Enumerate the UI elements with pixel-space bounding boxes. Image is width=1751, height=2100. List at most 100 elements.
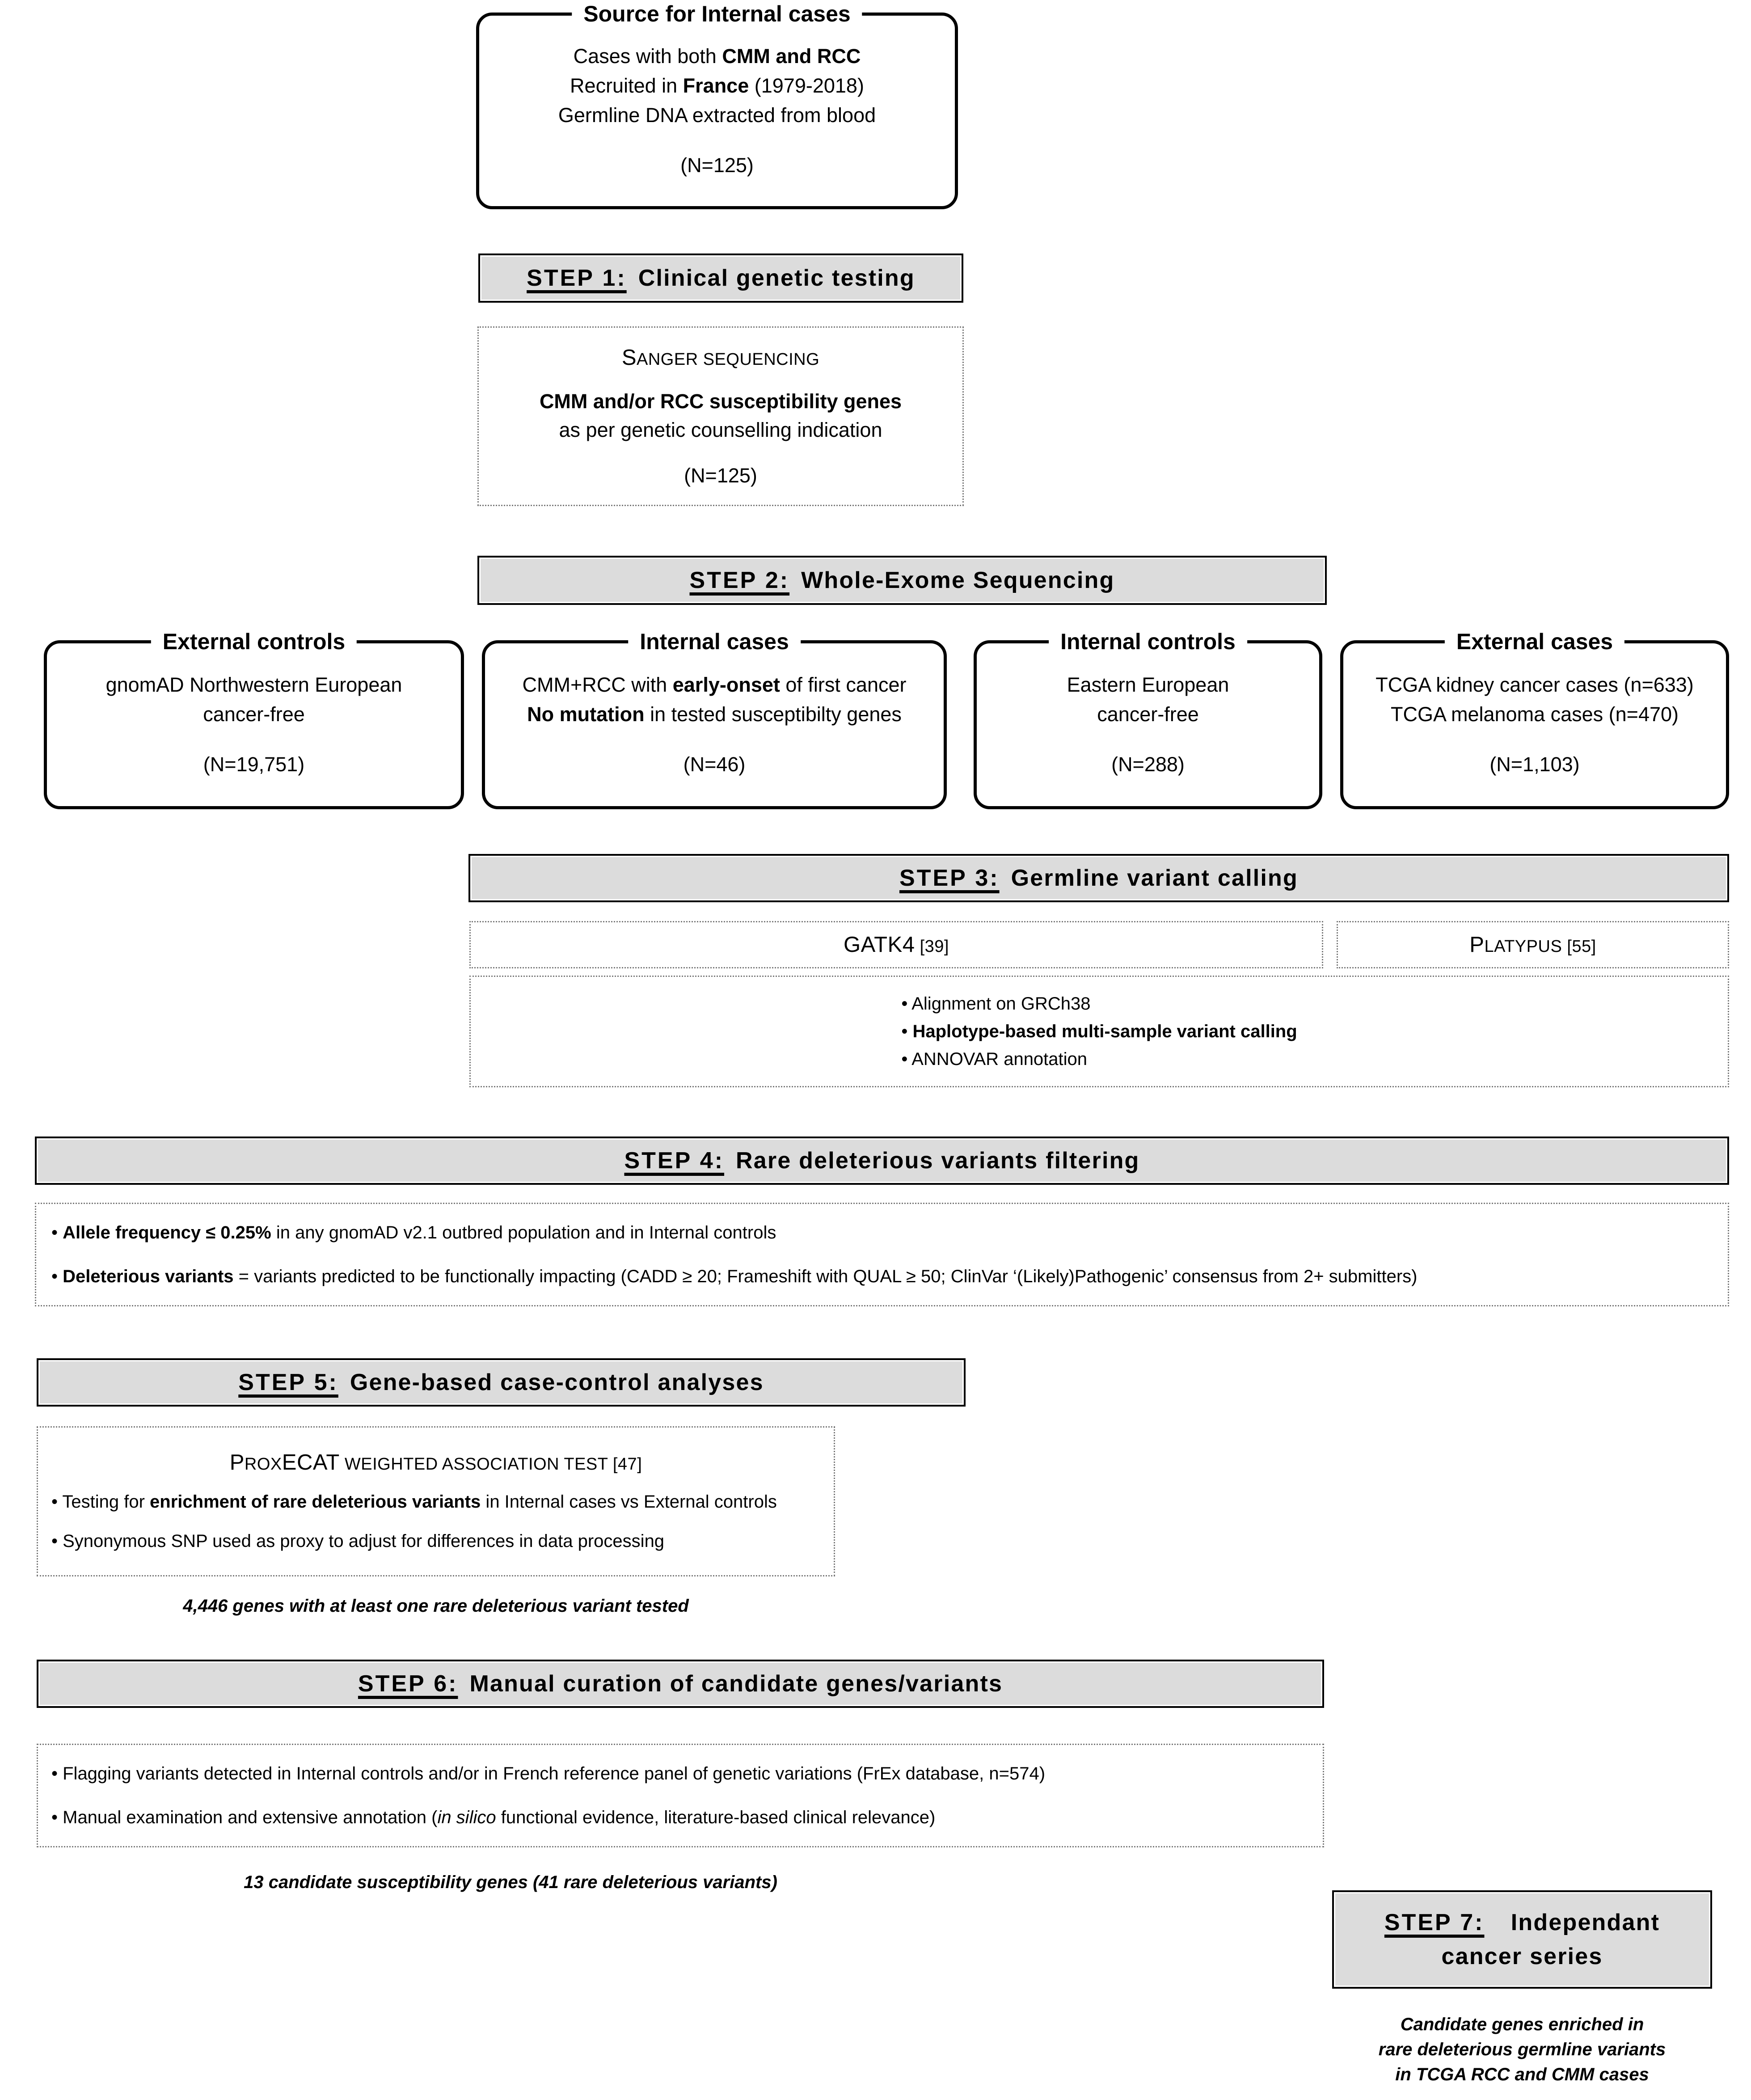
- step-2-banner: STEP 2: Whole-Exome Sequencing: [477, 556, 1327, 605]
- proxecat-bullet-1: • Testing for enrichment of rare deleter…: [51, 1490, 820, 1513]
- step-7-title-line-2: cancer series: [1441, 1944, 1603, 1969]
- step-1-banner: STEP 1: Clinical genetic testing: [478, 254, 963, 303]
- sanger-initial: S: [621, 346, 637, 370]
- gatk4-label: GATK4 [39]: [844, 932, 949, 957]
- step-5-number: STEP 5:: [238, 1369, 338, 1395]
- platypus-initial: P: [1469, 933, 1485, 957]
- step-3-number: STEP 3:: [899, 865, 1000, 891]
- pipeline-bullet-2: • Haplotype-based multi-sample variant c…: [901, 1018, 1297, 1045]
- curation-bullet-1-text: • Flagging variants detected in Internal…: [51, 1764, 1046, 1783]
- external-cases-line-2: TCGA melanoma cases (n=470): [1390, 703, 1679, 726]
- step-7-banner: STEP 7: Independant cancer series: [1332, 1890, 1712, 1989]
- curation-bullet-2-prefix: • Manual examination and extensive annot…: [51, 1808, 438, 1827]
- source-line-2-suffix: (1979-2018): [749, 74, 864, 97]
- sanger-rest: ANGER SEQUENCING: [637, 350, 820, 369]
- external-controls-box: External controls gnomAD Northwestern Eu…: [44, 628, 464, 809]
- proxecat-prefix: ROX: [244, 1455, 282, 1474]
- sanger-sequencing-box: SANGER SEQUENCING CMM and/or RCC suscept…: [477, 326, 964, 506]
- source-for-internal-cases-box: Source for Internal cases Cases with bot…: [476, 0, 958, 209]
- proxecat-label: PROXECAT WEIGHTED ASSOCIATION TEST [47]: [51, 1450, 820, 1475]
- step-7-result: Candidate genes enriched in rare deleter…: [1323, 2012, 1721, 2087]
- pipeline-bullet-2-marker: •: [901, 1022, 913, 1041]
- proxecat-suffix: WEIGHTED ASSOCIATION TEST [47]: [339, 1455, 642, 1474]
- internal-cases-title: Internal cases: [628, 628, 801, 655]
- proxecat-core: ECAT: [282, 1450, 340, 1475]
- step-3-title: Germline variant calling: [1011, 865, 1298, 891]
- step-7-title-a: Independant: [1511, 1910, 1660, 1935]
- step-5-result: 4,446 genes with at least one rare delet…: [183, 1596, 689, 1616]
- curation-bullet-1: • Flagging variants detected in Internal…: [51, 1762, 1309, 1785]
- filter-bullet-2-emphasis: Deleterious variants: [63, 1267, 234, 1286]
- source-box-title: Source for Internal cases: [572, 0, 862, 27]
- internal-cases-line-2-suffix: in tested susceptibilty genes: [644, 703, 902, 726]
- manual-curation-box: • Flagging variants detected in Internal…: [37, 1744, 1324, 1847]
- external-controls-title: External controls: [151, 628, 357, 655]
- step-1-number: STEP 1:: [527, 265, 627, 291]
- sanger-sequencing-label: SANGER SEQUENCING: [622, 345, 819, 370]
- proxecat-bullet-2: • Synonymous SNP used as proxy to adjust…: [51, 1530, 820, 1553]
- internal-cases-box: Internal cases CMM+RCC with early-onset …: [482, 628, 947, 809]
- internal-controls-count: (N=288): [1111, 753, 1185, 776]
- step-4-banner: STEP 4: Rare deleterious variants filter…: [35, 1137, 1729, 1185]
- filter-bullet-2-marker: •: [51, 1267, 63, 1286]
- internal-cases-count: (N=46): [683, 753, 746, 776]
- step-6-result: 13 candidate susceptibility genes (41 ra…: [244, 1872, 777, 1892]
- external-controls-line-2: cancer-free: [203, 703, 305, 726]
- pipeline-bullet-3-text: • ANNOVAR annotation: [901, 1049, 1088, 1069]
- internal-controls-title: Internal controls: [1049, 628, 1247, 655]
- variant-calling-pipeline-box: • Alignment on GRCh38 • Haplotype-based …: [469, 976, 1729, 1087]
- filter-bullet-2-text: = variants predicted to be functionally …: [233, 1267, 1418, 1286]
- internal-cases-line-1-suffix: of first cancer: [780, 673, 907, 696]
- pipeline-bullet-3: • ANNOVAR annotation: [901, 1045, 1297, 1073]
- step-7-title-line-1: STEP 7: Independant: [1384, 1906, 1660, 1939]
- source-line-2-emphasis: France: [683, 74, 749, 97]
- step-5-banner: STEP 5: Gene-based case-control analyses: [37, 1358, 966, 1407]
- external-cases-box: External cases TCGA kidney cancer cases …: [1340, 628, 1729, 809]
- source-count: (N=125): [680, 154, 754, 177]
- step-7-result-line-1: Candidate genes enriched in: [1400, 2015, 1644, 2034]
- gatk4-box: GATK4 [39]: [469, 921, 1323, 968]
- curation-bullet-2-suffix: functional evidence, literature-based cl…: [496, 1808, 936, 1827]
- internal-cases-line-1-emphasis: early-onset: [672, 673, 780, 696]
- step-4-number: STEP 4:: [624, 1148, 725, 1174]
- internal-controls-line-2: cancer-free: [1097, 703, 1199, 726]
- step-6-title: Manual curation of candidate genes/varia…: [469, 1671, 1003, 1697]
- step-6-number: STEP 6:: [358, 1671, 458, 1697]
- platypus-box: PLATYPUS [55]: [1337, 921, 1729, 968]
- pipeline-bullet-1: • Alignment on GRCh38: [901, 990, 1297, 1018]
- pipeline-bullet-2-text: Haplotype-based multi-sample variant cal…: [912, 1022, 1297, 1041]
- step1-gene-line: CMM and/or RCC susceptibility genes: [539, 390, 902, 413]
- source-line-3: Germline DNA extracted from blood: [558, 104, 876, 127]
- curation-bullet-2-italic: in silico: [437, 1808, 496, 1827]
- step-2-number: STEP 2:: [689, 567, 790, 593]
- platypus-rest: LATYPUS: [1484, 937, 1562, 956]
- external-cases-line-1: TCGA kidney cancer cases (n=633): [1375, 673, 1694, 696]
- step-7-result-line-2: rare deleterious germline variants: [1378, 2040, 1666, 2059]
- step-3-banner: STEP 3: Germline variant calling: [468, 854, 1729, 902]
- internal-cases-line-1: CMM+RCC with early-onset of first cancer: [523, 670, 907, 700]
- proxecat-bullet-2-text: • Synonymous SNP used as proxy to adjust…: [51, 1531, 665, 1551]
- internal-cases-line-2: No mutation in tested susceptibilty gene…: [527, 700, 902, 729]
- external-cases-body: TCGA kidney cancer cases (n=633) TCGA me…: [1343, 643, 1726, 806]
- source-line-2-prefix: Recruited in: [570, 74, 683, 97]
- step1-indication-line: as per genetic counselling indication: [559, 418, 882, 441]
- proxecat-test-box: PROXECAT WEIGHTED ASSOCIATION TEST [47] …: [37, 1426, 835, 1576]
- external-controls-body: gnomAD Northwestern European cancer-free…: [47, 643, 461, 806]
- external-cases-count: (N=1,103): [1489, 753, 1580, 776]
- gatk4-reference: [39]: [915, 937, 949, 956]
- proxecat-bullet-1-text: in Internal cases vs External controls: [481, 1492, 777, 1512]
- internal-cases-line-1-prefix: CMM+RCC with: [522, 673, 673, 696]
- source-line-2: Recruited in France (1979-2018): [570, 71, 864, 101]
- internal-controls-body: Eastern European cancer-free (N=288): [977, 643, 1319, 806]
- step-5-title: Gene-based case-control analyses: [350, 1369, 764, 1395]
- variant-filtering-criteria-box: • Allele frequency ≤ 0.25% in any gnomAD…: [35, 1203, 1729, 1306]
- source-box-body: Cases with both CMM and RCC Recruited in…: [479, 16, 955, 206]
- step-4-title: Rare deleterious variants filtering: [736, 1148, 1140, 1174]
- internal-cases-body: CMM+RCC with early-onset of first cancer…: [485, 643, 944, 806]
- step-6-banner: STEP 6: Manual curation of candidate gen…: [37, 1660, 1324, 1708]
- step-7-result-line-3: in TCGA RCC and CMM cases: [1395, 2065, 1649, 2084]
- step-7-number: STEP 7:: [1384, 1910, 1485, 1935]
- source-line-1-emphasis: CMM and RCC: [722, 45, 861, 68]
- proxecat-bullet-1-marker: • Testing for: [51, 1492, 150, 1512]
- filter-bullet-1: • Allele frequency ≤ 0.25% in any gnomAD…: [51, 1221, 1713, 1244]
